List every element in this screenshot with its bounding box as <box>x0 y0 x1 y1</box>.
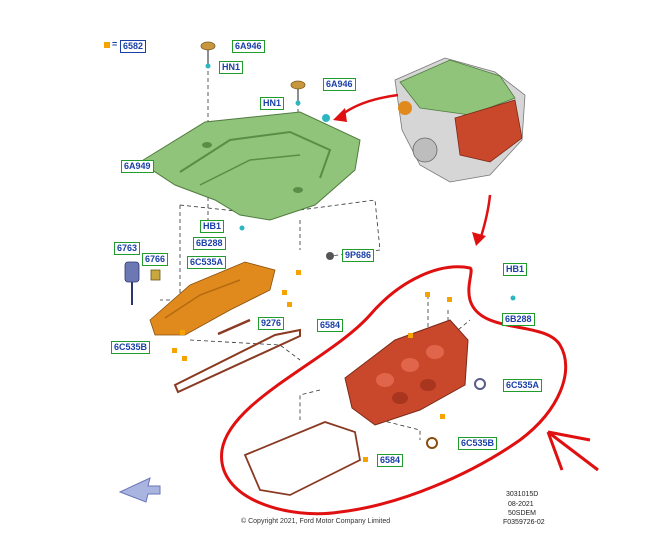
fastener-mark <box>180 330 185 335</box>
fastener-mark <box>287 302 292 307</box>
engine-inset <box>394 57 526 183</box>
copyright-text: © Copyright 2021, Ford Motor Company Lim… <box>241 518 391 525</box>
fastener-mark <box>447 297 452 302</box>
footer-code-3: 50SDEM <box>508 510 537 517</box>
red-arrowhead-left <box>333 108 347 122</box>
legend-symbol-icon <box>104 42 110 48</box>
bolt-hb1-right <box>510 295 516 301</box>
callout-6C535A-left[interactable]: 6C535A <box>187 256 227 269</box>
cover-fasteners <box>200 41 330 122</box>
fastener-mark <box>172 348 177 353</box>
gasket-right <box>243 421 362 496</box>
footer-code-4: F0359726-02 <box>503 519 545 526</box>
navigation-arrow-icon <box>118 477 161 503</box>
footer-code-2: 08-2021 <box>508 501 534 508</box>
fastener-mark <box>363 457 368 462</box>
callout-6A946-mid[interactable]: 6A946 <box>323 78 356 91</box>
seal-9276 <box>217 318 251 336</box>
callout-HN1-mid[interactable]: HN1 <box>260 97 285 110</box>
callout-6C535B-left[interactable]: 6C535B <box>111 341 151 354</box>
callout-6C535A-right[interactable]: 6C535A <box>503 379 543 392</box>
callout-6763[interactable]: 6763 <box>114 242 141 255</box>
legend-ref[interactable]: 6582 <box>120 40 147 53</box>
fastener-mark <box>408 333 413 338</box>
callout-6584-right[interactable]: 6584 <box>377 454 404 467</box>
callout-6A946-top[interactable]: 6A946 <box>232 40 265 53</box>
callout-6B288-left[interactable]: 6B288 <box>193 237 226 250</box>
fastener-mark <box>182 356 187 361</box>
seal-6C535B <box>426 437 438 449</box>
callout-6A949[interactable]: 6A949 <box>121 160 154 173</box>
callout-6B288-right[interactable]: 6B288 <box>502 313 535 326</box>
callout-HB1-right[interactable]: HB1 <box>503 263 528 276</box>
gasket-left <box>173 328 301 394</box>
valve-cover-left <box>124 261 276 336</box>
callout-HN1-top[interactable]: HN1 <box>219 61 244 74</box>
callout-9P686[interactable]: 9P686 <box>342 249 375 262</box>
fastener-mark <box>440 414 445 419</box>
callout-6766[interactable]: 6766 <box>142 253 169 266</box>
sensor-9P686 <box>326 252 334 260</box>
red-arrowhead-down <box>472 232 486 246</box>
bolt-hb1-left <box>239 225 245 231</box>
seal-6C535A <box>474 378 486 390</box>
legend-equals: = <box>112 39 118 49</box>
red-pointer-arrow <box>546 430 599 472</box>
fastener-mark <box>425 292 430 297</box>
footer-code-1: 3031015D <box>506 491 539 498</box>
callout-6C535B-right[interactable]: 6C535B <box>458 437 498 450</box>
callout-HB1-left[interactable]: HB1 <box>200 220 225 233</box>
fastener-mark <box>296 270 301 275</box>
callout-9276[interactable]: 9276 <box>258 317 285 330</box>
engine-cover <box>139 111 361 221</box>
fastener-mark <box>282 290 287 295</box>
cylinder-head-right <box>344 319 469 426</box>
callout-6584-left[interactable]: 6584 <box>317 319 344 332</box>
